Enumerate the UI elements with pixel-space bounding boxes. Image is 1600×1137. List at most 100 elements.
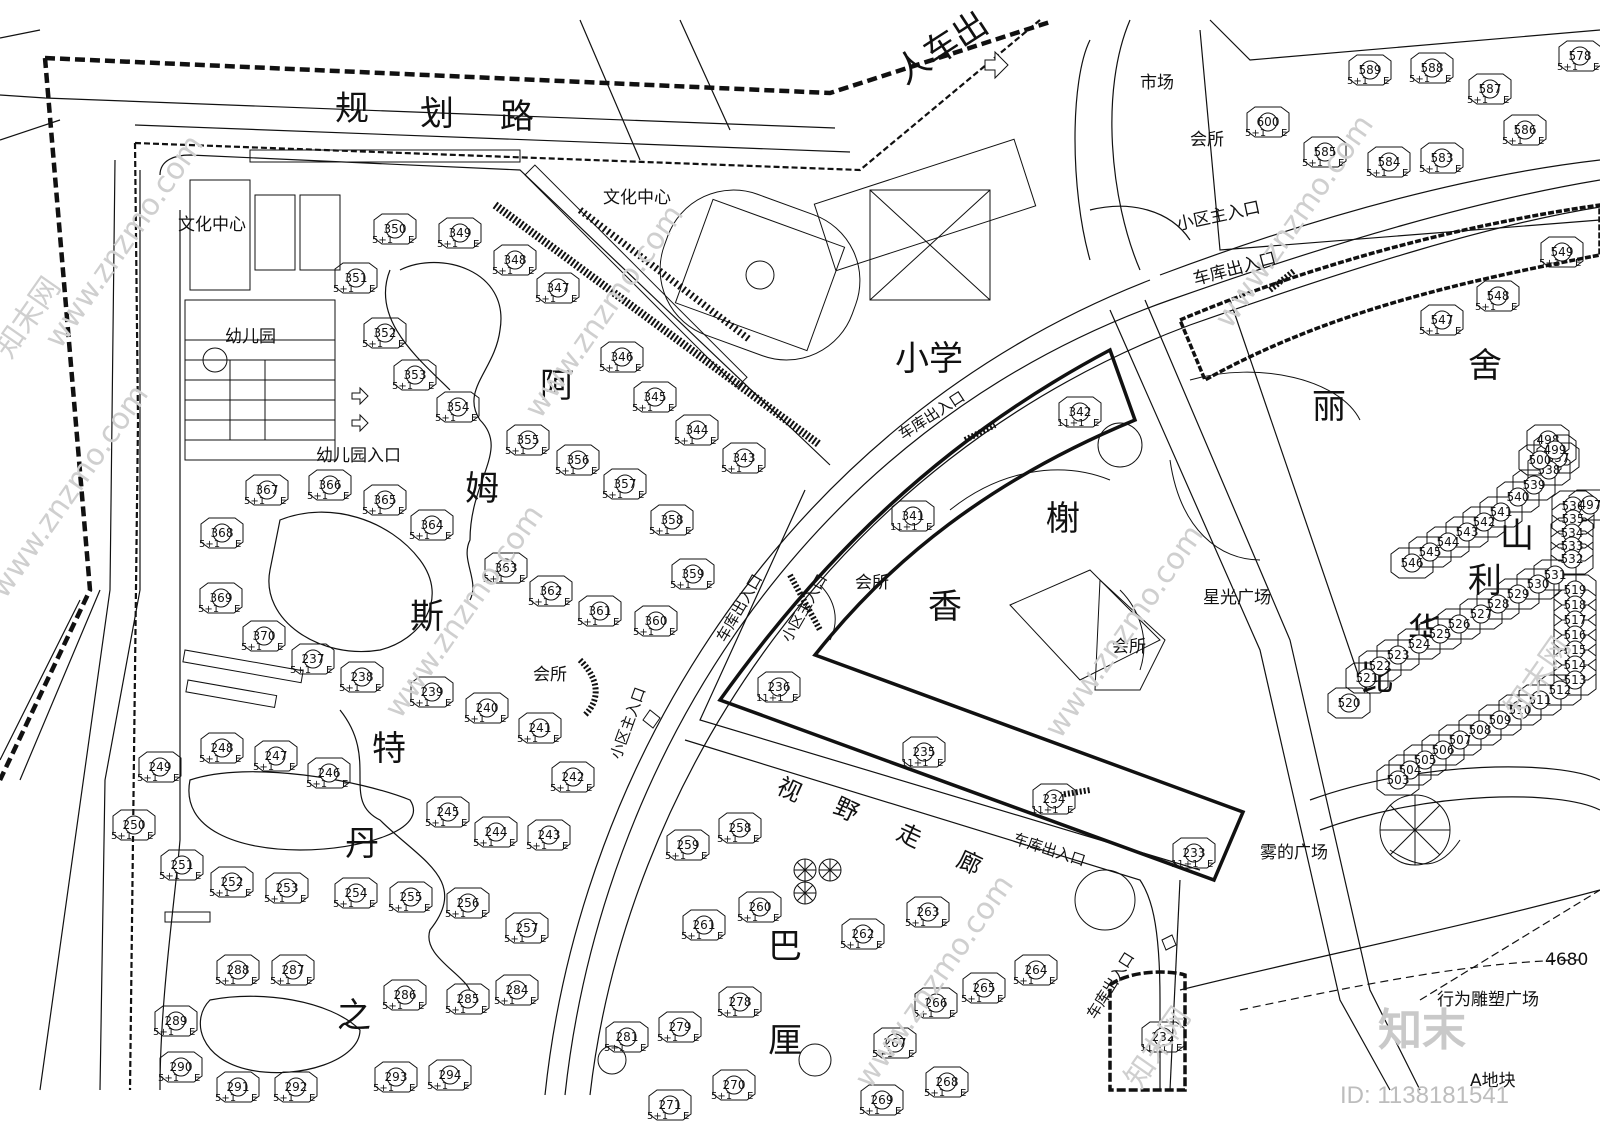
building-number: 232 — [1152, 1030, 1175, 1044]
building-type-tag: E — [710, 436, 716, 447]
building-number-circle — [1315, 142, 1335, 162]
building-footprint — [216, 954, 260, 986]
building-number: 365 — [374, 493, 397, 507]
building-type-tag: E — [326, 665, 332, 676]
building-number-circle — [615, 474, 635, 494]
building-number: 539 — [1523, 478, 1546, 492]
building-type-tag: E — [418, 1001, 424, 1012]
building-number-circle — [222, 872, 242, 892]
building-number: 541 — [1490, 505, 1513, 519]
building-floor-tag: 5+1 — [737, 913, 758, 924]
building-number: 257 — [516, 921, 539, 935]
building-number-circle — [687, 420, 707, 440]
building-number-circle — [1360, 60, 1380, 80]
building-footprint — [154, 1005, 198, 1037]
building-number-circle — [385, 219, 405, 239]
building-number: 500 — [1529, 453, 1552, 467]
building-floor-tag: 5+1 — [599, 363, 620, 374]
building-type-tag: E — [792, 693, 798, 704]
building-floor-tag: 5+1 — [681, 931, 702, 942]
amsterdam-char-2: 姆 — [465, 469, 499, 509]
building-number: 503 — [1387, 773, 1410, 787]
building-footprint — [340, 661, 384, 693]
building-floor-tag: 5+1 — [632, 403, 653, 414]
building-number: 364 — [421, 518, 444, 532]
building-number-circle — [1432, 310, 1452, 330]
starlight-square-label: 星光广场 — [1203, 588, 1271, 608]
building-footprint — [682, 909, 726, 941]
building-number: 247 — [265, 749, 288, 763]
building-footprint — [1540, 236, 1584, 268]
building-floor-tag: 5+1 — [153, 1027, 174, 1038]
building-number: 344 — [686, 423, 709, 437]
building-number-circle — [303, 649, 323, 669]
building-footprint — [906, 896, 950, 928]
building-number-circle — [1388, 770, 1408, 790]
building-number-circle — [1515, 120, 1535, 140]
building-type-tag: E — [398, 339, 404, 350]
building-number-circle — [517, 918, 537, 938]
building-number-circle — [548, 278, 568, 298]
building-footprint — [860, 1084, 904, 1116]
building-floor-tag: 5+1 — [241, 642, 262, 653]
building-number: 244 — [485, 825, 508, 839]
building-number: 271 — [659, 1098, 682, 1112]
building-footprint — [1518, 444, 1562, 476]
shanli-char-1: 山 — [1500, 516, 1534, 556]
building-number: 350 — [384, 222, 407, 236]
building-footprint — [634, 605, 678, 637]
building-footprint — [633, 381, 677, 413]
building-type-tag: E — [613, 617, 619, 628]
building-type-tag: E — [685, 526, 691, 537]
building-number-circle — [617, 1027, 637, 1047]
building-number-circle — [319, 763, 339, 783]
building-number-circle — [1545, 565, 1565, 585]
building-number-circle — [1070, 402, 1090, 422]
building-number: 522 — [1369, 659, 1392, 673]
building-type-tag: E — [306, 976, 312, 987]
building-number: 531 — [1544, 568, 1567, 582]
building-number-circle — [375, 323, 395, 343]
image-id-label: ID: 1138181541 — [1340, 1082, 1509, 1109]
building-floor-tag: 5+1 — [1409, 74, 1430, 85]
building-number: 584 — [1378, 155, 1401, 169]
building-number-circle — [730, 992, 750, 1012]
building-floor-tag: 5+1 — [840, 940, 861, 951]
building-type-tag: E — [640, 1043, 646, 1054]
building-number-circle — [1471, 604, 1491, 624]
building-footprint — [265, 872, 309, 904]
building-number: 532 — [1561, 552, 1584, 566]
building-number-circle — [730, 818, 750, 838]
building-footprint — [962, 972, 1006, 1004]
building-footprint — [210, 866, 254, 898]
building-number: 351 — [345, 271, 368, 285]
building-number-circle — [926, 993, 946, 1013]
building-footprint — [527, 819, 571, 851]
building-footprint — [603, 468, 647, 500]
building-number: 542 — [1473, 515, 1496, 529]
building-type-tag: E — [753, 1008, 759, 1019]
building-type-tag: E — [189, 1027, 195, 1038]
building-number-circle — [530, 718, 550, 738]
building-number: 346 — [611, 350, 634, 364]
building-footprint — [242, 620, 286, 652]
entry-arrows — [351, 50, 1177, 951]
building-footprint — [1410, 52, 1454, 84]
building-footprint — [1558, 40, 1600, 72]
building-floor-tag: 5+1 — [665, 851, 686, 862]
building-floor-tag: 5+1 — [372, 235, 393, 246]
building-footprint — [274, 1071, 318, 1103]
building-type-tag: E — [706, 580, 712, 591]
building-number: 506 — [1432, 743, 1455, 757]
building-number: 242 — [562, 770, 585, 784]
building-number-circle — [1474, 512, 1494, 532]
building-number: 546 — [1401, 556, 1424, 570]
building-number-circle — [1530, 450, 1550, 470]
building-floor-tag: 5+1 — [1475, 302, 1496, 313]
building-type-tag: E — [1281, 128, 1287, 139]
building-floor-tag: 5+1 — [535, 294, 556, 305]
building-number: 265 — [973, 981, 996, 995]
building-number: 518 — [1564, 598, 1587, 612]
building-footprint — [506, 424, 550, 456]
building-type-tag: E — [683, 1111, 689, 1122]
